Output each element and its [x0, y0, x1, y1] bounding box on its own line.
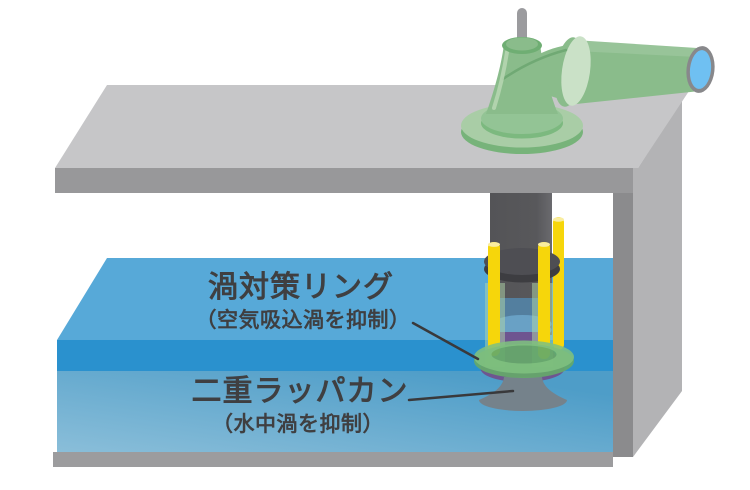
guide-rod-front-left	[488, 242, 500, 356]
leader-lines	[407, 321, 515, 402]
guide-rod-front-right	[538, 242, 550, 359]
leader-line-ring	[411, 321, 480, 361]
leader-line-trumpet	[407, 389, 515, 402]
guide-rod-front-left-cap	[488, 242, 500, 247]
right-wall-outer-face	[633, 99, 682, 457]
right-wall-inner-face	[613, 193, 633, 457]
elbow-top-cap	[506, 37, 538, 51]
water-surface-top	[57, 258, 613, 340]
discharge-pipe-highlight	[574, 40, 697, 57]
discharge-pipe-horizontal	[574, 40, 700, 104]
bell-mouth-lower-gray	[479, 377, 567, 411]
suction-elbow-assembly	[461, 8, 715, 154]
elbow-seam-line	[501, 48, 568, 81]
anti-vortex-ring	[474, 340, 574, 374]
trumpet-label-title: 二重ラッパカン	[192, 375, 409, 408]
slab-front-face	[55, 168, 633, 193]
pipe-outlet-opening	[689, 50, 712, 89]
pipe-flange-ring-front	[561, 36, 591, 106]
guide-rod-front-right-cap	[538, 242, 550, 247]
guide-rod-back	[553, 217, 564, 350]
ring-label-subtitle: （空気吸込渦を抑制）	[196, 308, 411, 332]
pump-column-assembly	[474, 193, 574, 411]
guide-rod-back-cap	[553, 217, 564, 222]
elbow-highlight	[492, 50, 509, 110]
labels: 渦対策リング （空気吸込渦を抑制） 二重ラッパカン （水中渦を抑制）	[192, 270, 411, 436]
trumpet-label-subtitle: （水中渦を抑制）	[212, 412, 384, 436]
tank-floor-edge	[53, 452, 613, 467]
ring-label-title: 渦対策リング	[208, 270, 394, 304]
